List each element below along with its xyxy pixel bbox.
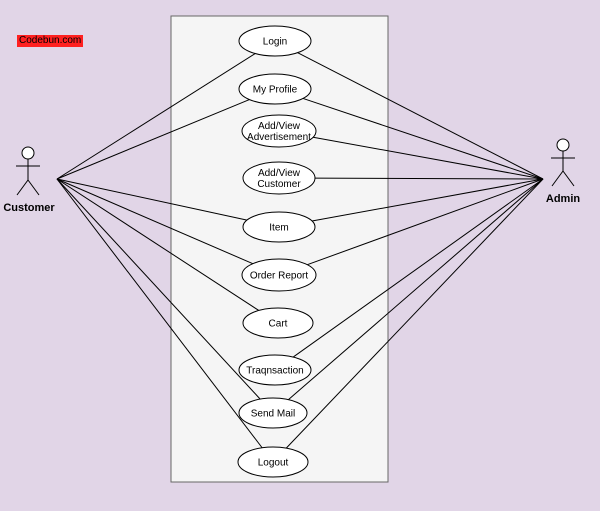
association-admin-add-view-advertisement (313, 136, 544, 180)
use-case-ellipse (238, 73, 312, 105)
use-case-label: Order Report (250, 271, 309, 282)
association-admin-add-view-customer (314, 177, 544, 180)
use-case-label: My Profile (253, 85, 298, 96)
association-customer-login (56, 53, 256, 180)
use-case-ellipse (238, 397, 308, 429)
customer-label: Customer (3, 202, 55, 214)
use-case-ellipse (237, 446, 309, 478)
association-customer-order-report (56, 178, 254, 265)
use-case-label: Send Mail (251, 409, 295, 420)
customer-actor[interactable]: Customer (3, 146, 55, 214)
association-admin-order-report (307, 178, 544, 266)
use-case-label: Cart (269, 319, 288, 330)
use-case-ellipse (242, 307, 314, 339)
use-case-label: Customer (257, 179, 301, 190)
use-case-logout[interactable]: Logout (237, 446, 309, 478)
use-case-cart[interactable]: Cart (242, 307, 314, 339)
codebun-badge: Codebun.com (17, 35, 84, 47)
use-case-label: Logout (258, 458, 289, 469)
use-case-label: Traqnsaction (246, 366, 303, 377)
use-case-transaction[interactable]: Traqnsaction (238, 354, 312, 386)
associations (56, 52, 544, 449)
use-case-ellipse (242, 211, 316, 243)
association-admin-transaction (292, 178, 544, 358)
association-customer-cart (56, 178, 260, 311)
stick-figure-icon (551, 138, 575, 187)
admin-label: Admin (546, 193, 581, 205)
use-case-login[interactable]: Login (238, 25, 312, 57)
use-case-label: Add/View (258, 121, 301, 132)
association-admin-send-mail (288, 178, 544, 401)
association-customer-my-profile (56, 99, 250, 180)
use-case-label: Add/View (258, 168, 301, 179)
use-case-label: Item (269, 223, 288, 234)
association-customer-item (56, 178, 248, 221)
use-case-ellipse (238, 25, 312, 57)
use-case-send-mail[interactable]: Send Mail (238, 397, 308, 429)
use-case-order-report[interactable]: Order Report (241, 258, 317, 292)
admin-actor[interactable]: Admin (546, 138, 581, 205)
use-case-label: Advertisement (247, 132, 311, 143)
use-case-ellipse (241, 114, 317, 148)
use-case-my-profile[interactable]: My Profile (238, 73, 312, 105)
use-case-item[interactable]: Item (242, 211, 316, 243)
association-admin-login (297, 52, 544, 180)
use-case-ellipse (242, 161, 316, 195)
stick-figure-icon (16, 146, 40, 196)
association-customer-send-mail (56, 178, 261, 400)
use-case-ellipse (241, 258, 317, 292)
use-case-label: Login (263, 37, 287, 48)
use-case-ellipse (238, 354, 312, 386)
association-admin-my-profile (302, 97, 544, 180)
association-admin-item (311, 178, 544, 222)
association-customer-logout (56, 178, 263, 449)
association-admin-logout (285, 178, 544, 449)
